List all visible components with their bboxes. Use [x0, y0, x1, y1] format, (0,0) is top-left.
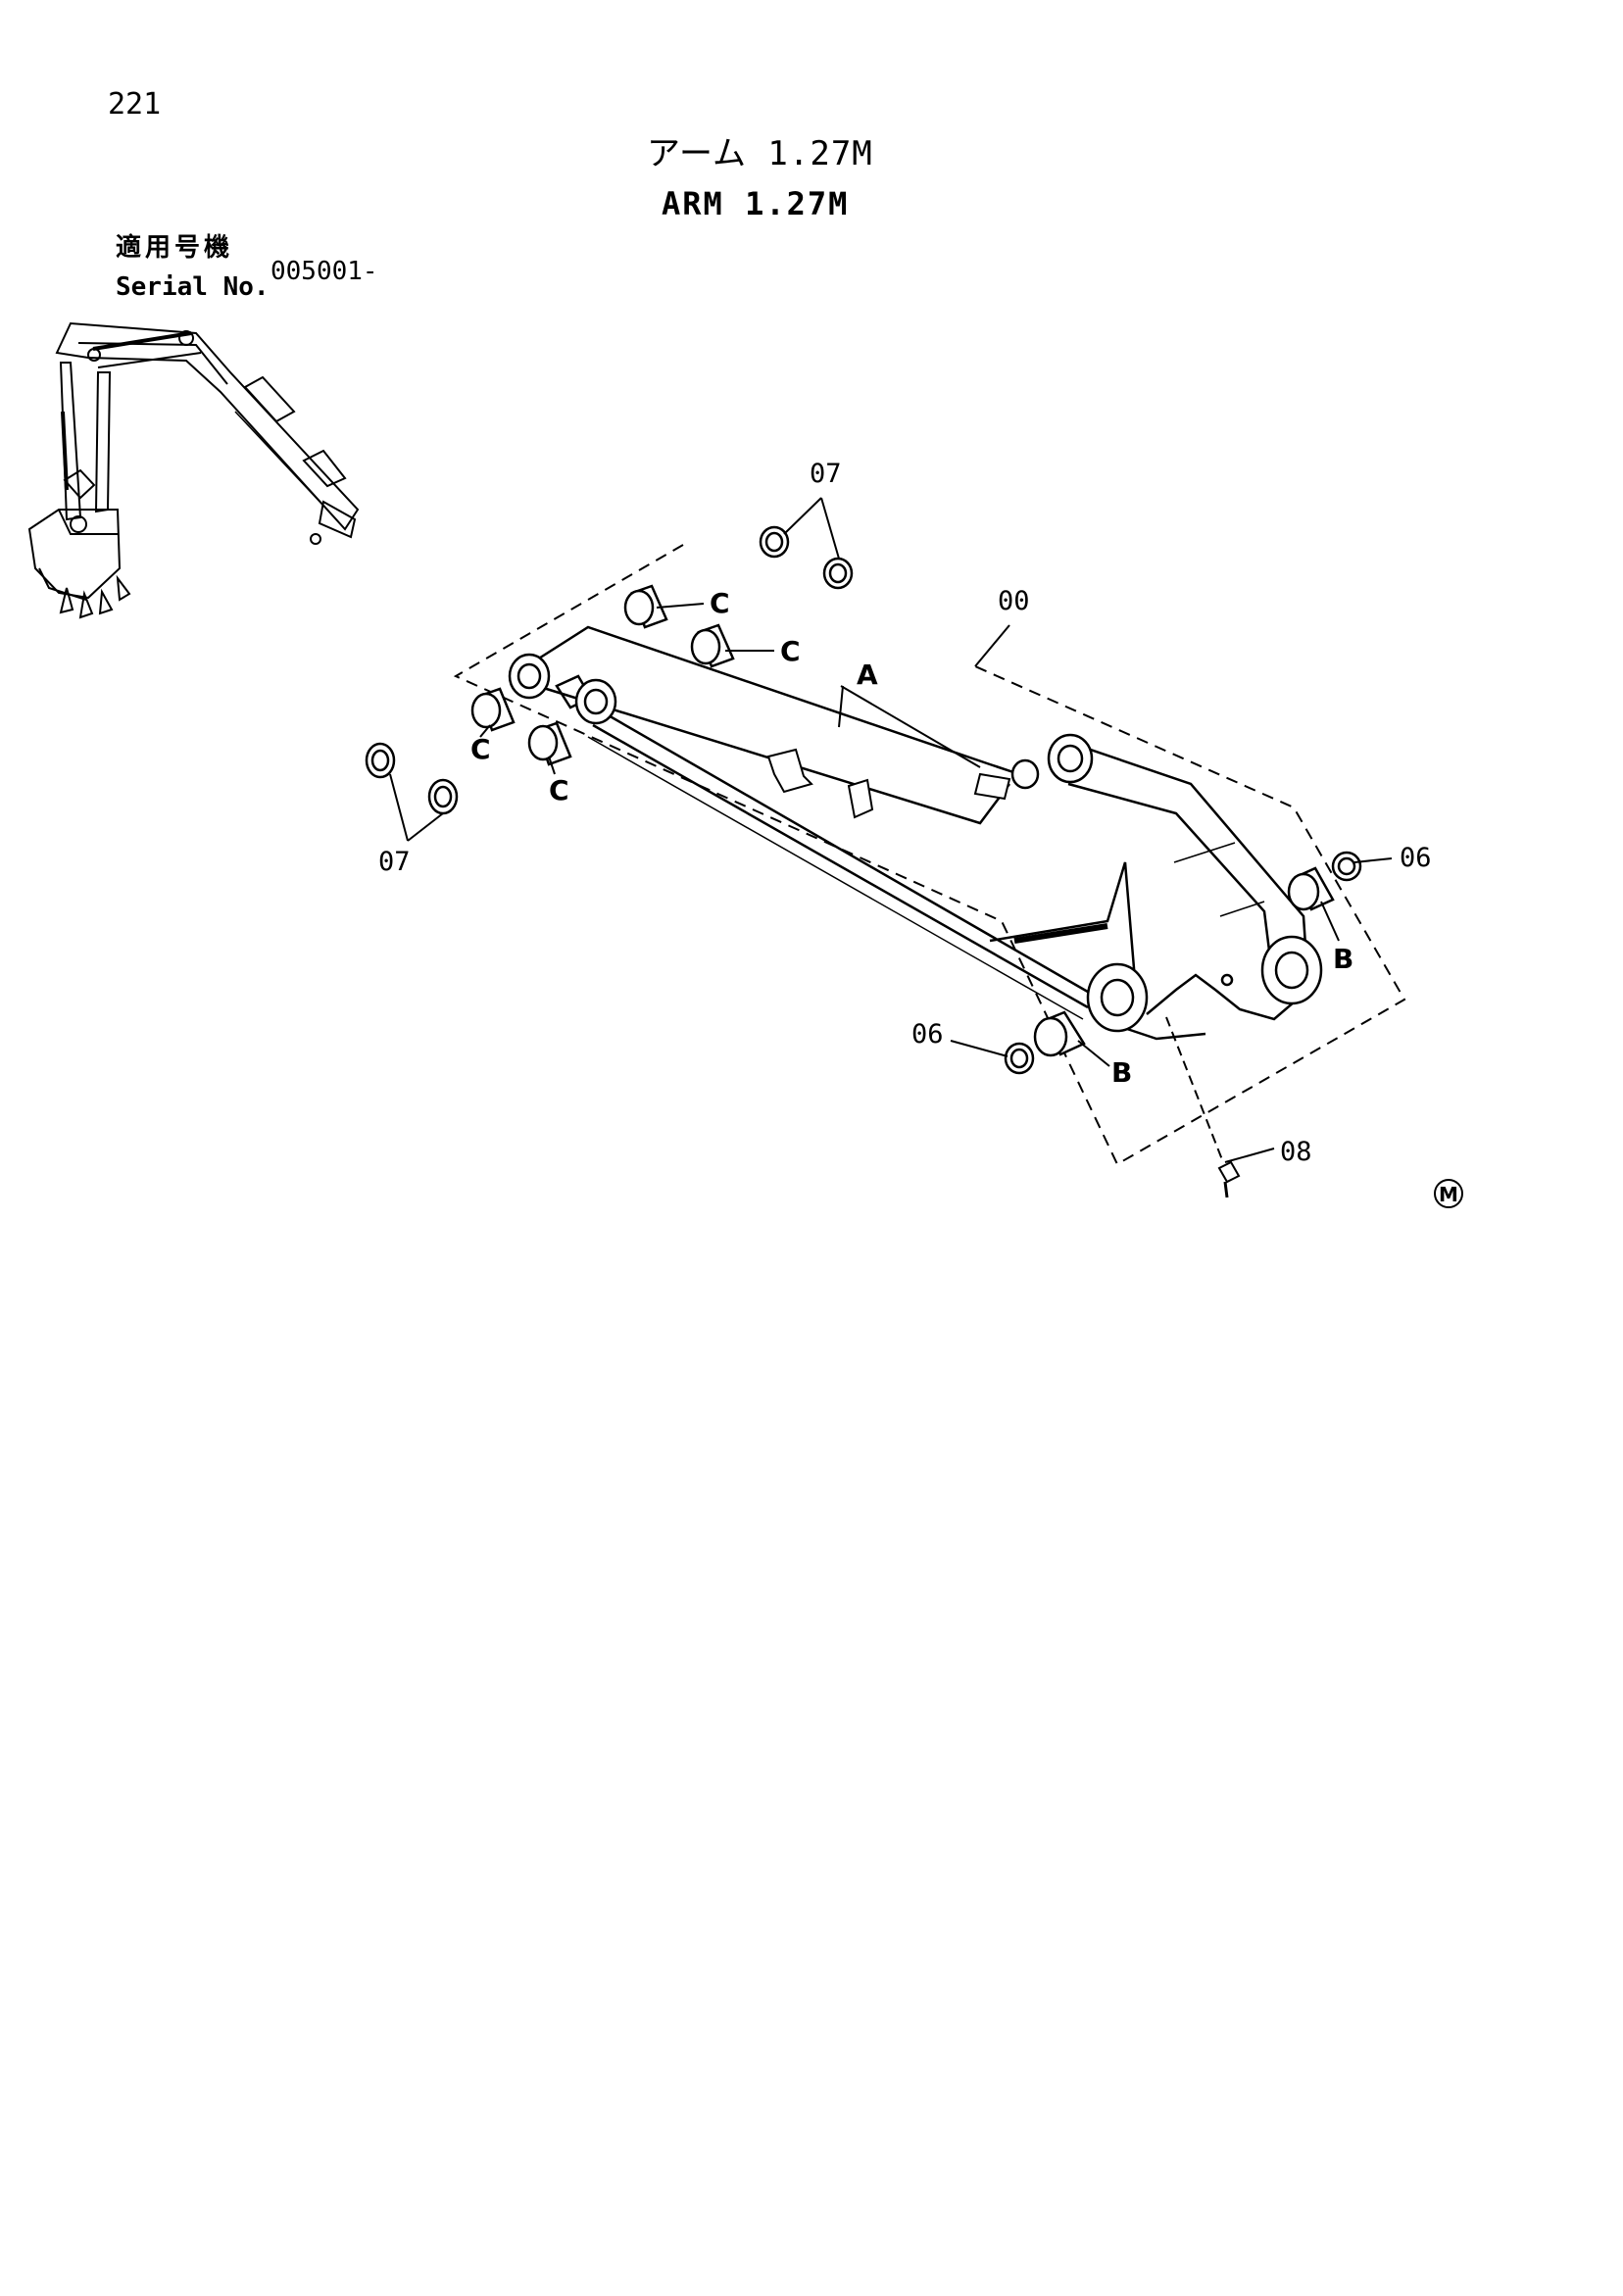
- grease-fitting: [1217, 1160, 1241, 1198]
- bushings-c: [470, 584, 735, 766]
- bushings-b: [1033, 866, 1335, 1057]
- left-pin-bosses: [508, 653, 617, 725]
- callout-06-left: 06: [911, 1019, 944, 1050]
- seal-rings: [365, 525, 1362, 1075]
- arm-body: [516, 625, 1310, 1041]
- callout-00: 00: [998, 586, 1030, 616]
- arm-brackets: [766, 748, 1011, 819]
- assembly-boundary: [453, 544, 1406, 1166]
- serial-number-value: 005001-: [270, 257, 378, 286]
- title-english: ARM 1.27M: [662, 185, 850, 222]
- label-b-right: B: [1333, 943, 1353, 975]
- serial-label-english: Serial No.: [116, 272, 270, 302]
- callout-08: 08: [1280, 1137, 1312, 1167]
- label-a: A: [857, 659, 878, 691]
- callout-06-right: 06: [1400, 843, 1432, 873]
- label-c1: C: [710, 587, 730, 619]
- label-c2: C: [780, 635, 801, 667]
- label-c4: C: [549, 774, 569, 806]
- callout-07-bottom: 07: [378, 847, 411, 877]
- excavator-thumbnail: [27, 321, 360, 619]
- label-c3: C: [470, 733, 491, 765]
- circled-m-mark: M: [1434, 1179, 1463, 1208]
- right-pin-bosses: [1010, 733, 1323, 1033]
- page-number: 221: [108, 87, 162, 122]
- title-japanese: アーム 1.27M: [647, 134, 873, 173]
- leader-lines: [389, 497, 1393, 1163]
- callout-07-top: 07: [810, 459, 842, 489]
- circled-m-letter: M: [1439, 1183, 1458, 1206]
- serial-label-japanese: 適用号機: [116, 233, 234, 263]
- label-b-left: B: [1111, 1056, 1132, 1089]
